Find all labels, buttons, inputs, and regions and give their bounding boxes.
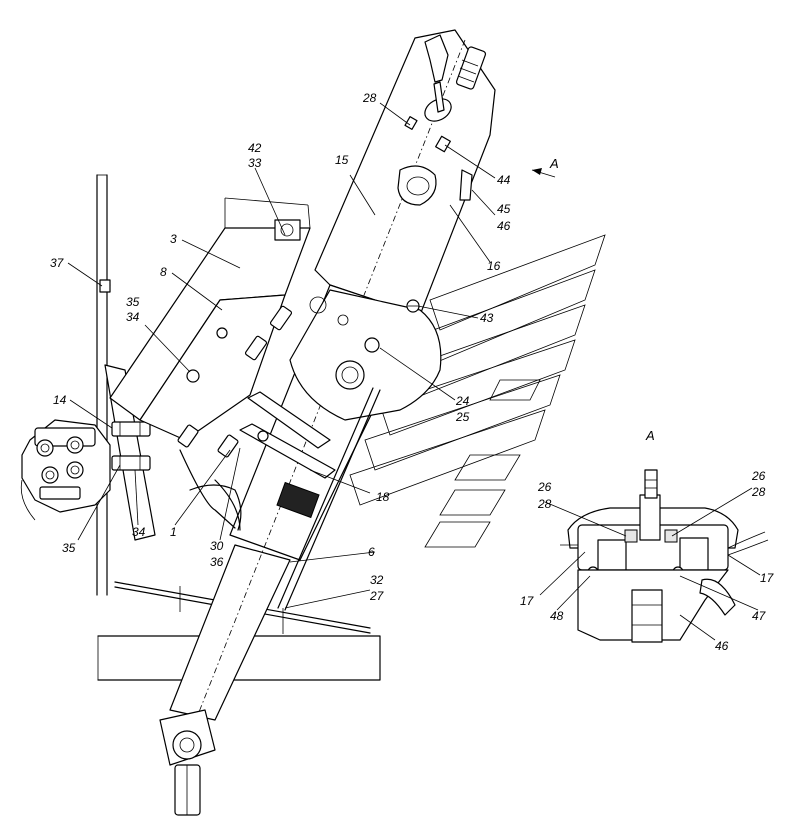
brake-valve-block [20, 419, 111, 521]
callout-30: 30 [210, 539, 224, 553]
detail-callout-17-left: 17 [520, 594, 535, 608]
fastener-bolts [99, 279, 293, 458]
mounting-bracket-plate [104, 364, 156, 541]
detail-callout-46: 46 [715, 639, 729, 653]
detail-callout-17-right: 17 [760, 571, 775, 585]
pedal-arm [179, 449, 242, 531]
detail-callout-26-right: 26 [751, 469, 766, 483]
detail-callout-28-right: 28 [751, 485, 766, 499]
arrow-label: A [549, 156, 559, 171]
steering-column-tube [169, 29, 496, 761]
upper-tilt-handle [404, 34, 487, 201]
callout-42: 42 [248, 141, 262, 155]
callout-1: 1 [170, 525, 177, 539]
callout-3: 3 [170, 232, 177, 246]
callout-14: 14 [53, 393, 67, 407]
detail-callout-47: 47 [752, 609, 767, 623]
callout-44: 44 [497, 173, 511, 187]
cab-frame-rail [96, 174, 108, 596]
detail-view-a [560, 469, 769, 643]
callout-15: 15 [335, 153, 349, 167]
leader-lines [67, 102, 761, 641]
callout-37: 37 [50, 256, 65, 270]
callout-34: 34 [126, 310, 140, 324]
detail-view-title: A [645, 428, 655, 443]
detail-callout-26-left: 26 [537, 480, 552, 494]
callout-16: 16 [487, 259, 501, 273]
detail-callout-48: 48 [550, 609, 564, 623]
callout-18: 18 [376, 490, 390, 504]
callout-labels: 28 15 42 33 44 45 46 16 3 37 8 35 34 43 … [50, 91, 775, 653]
column-housing-3 [109, 197, 311, 441]
callout-34-lower: 34 [132, 525, 146, 539]
callout-32: 32 [370, 573, 384, 587]
callout-6: 6 [368, 545, 375, 559]
callout-28: 28 [362, 91, 377, 105]
callout-36: 36 [210, 555, 224, 569]
detail-callout-28-left: 28 [537, 497, 552, 511]
universal-joint [159, 709, 216, 816]
callout-45: 45 [497, 202, 511, 216]
callout-24: 24 [455, 394, 470, 408]
callout-43: 43 [480, 311, 494, 325]
chevron-hatch-panels [349, 234, 606, 548]
callout-46: 46 [497, 219, 511, 233]
callout-8: 8 [160, 265, 167, 279]
rod-18 [276, 387, 381, 611]
section-arrow-a: A [531, 156, 559, 178]
callout-33: 33 [248, 156, 262, 170]
callout-27: 27 [369, 589, 385, 603]
callout-35-lower: 35 [62, 541, 76, 555]
callout-25: 25 [455, 410, 470, 424]
callout-35: 35 [126, 295, 140, 309]
